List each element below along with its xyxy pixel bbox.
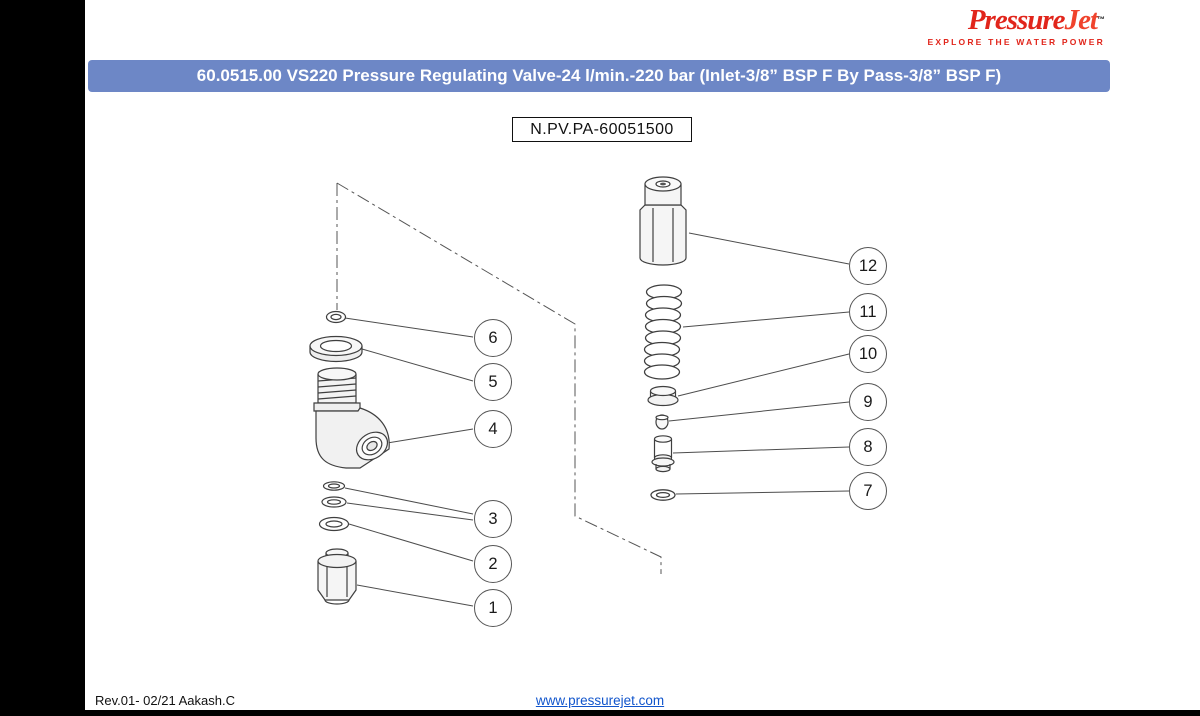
part-3-washer-seal	[321, 481, 347, 508]
callout-11: 11	[849, 293, 887, 331]
logo-text-jet: Jet	[1064, 4, 1098, 36]
part-8-piston-stem	[651, 435, 675, 473]
callout-6: 6	[474, 319, 512, 357]
part-5-ring-nut	[309, 335, 363, 363]
callout-9: 9	[849, 383, 887, 421]
callout-8: 8	[849, 428, 887, 466]
document-title: 60.0515.00 VS220 Pressure Regulating Val…	[196, 66, 1002, 85]
bottom-black-margin	[0, 710, 1200, 716]
logo-text-pressure: Pressure	[967, 4, 1066, 36]
callout-12: 12	[849, 247, 887, 285]
part-7-oring	[650, 489, 676, 501]
callout-3: 3	[474, 500, 512, 538]
callout-11-label: 11	[859, 302, 877, 321]
part-1-hex-plug	[317, 548, 357, 605]
callout-1: 1	[474, 589, 512, 627]
callout-4-label: 4	[488, 419, 498, 438]
callout-10-label: 10	[858, 344, 878, 363]
document-title-bar: 60.0515.00 VS220 Pressure Regulating Val…	[88, 60, 1110, 92]
website-link-row: www.pressurejet.com	[0, 693, 1200, 708]
logo-trademark-mark: ™	[1097, 15, 1105, 24]
callout-5-label: 5	[488, 372, 498, 391]
part-6-oring	[325, 310, 347, 324]
callout-4: 4	[474, 410, 512, 448]
part-4-elbow-fitting	[313, 367, 390, 469]
part-code-box: N.PV.PA-60051500	[512, 117, 692, 142]
part-12-adjusting-cap	[639, 176, 687, 266]
logo-tagline: EXPLORE THE WATER POWER	[927, 37, 1105, 47]
callout-7: 7	[849, 472, 887, 510]
left-black-margin	[0, 0, 85, 716]
callout-6-label: 6	[488, 328, 498, 347]
part-11-spring	[643, 284, 683, 380]
leader-lines	[344, 232, 850, 607]
callout-10: 10	[849, 335, 887, 373]
centerline-dashdot	[336, 182, 662, 574]
part-code-text: N.PV.PA-60051500	[530, 120, 674, 138]
pressurejet-logo: PressureJet™ EXPLORE THE WATER POWER	[928, 5, 1105, 47]
part-2-oring	[318, 516, 350, 532]
revision-note: Rev.01- 02/21 Aakash.C	[95, 693, 235, 708]
callout-8-label: 8	[863, 437, 873, 456]
callout-3-label: 3	[488, 509, 498, 528]
callout-7-label: 7	[863, 481, 873, 500]
part-10-spring-retainer	[647, 385, 679, 407]
callout-5: 5	[474, 363, 512, 401]
website-link[interactable]: www.pressurejet.com	[535, 693, 665, 708]
callout-12-label: 12	[858, 256, 878, 275]
callout-1-label: 1	[488, 598, 498, 617]
callout-2-label: 2	[488, 554, 498, 573]
callout-2: 2	[474, 545, 512, 583]
part-9-ball	[655, 414, 669, 430]
logo-brand-row: PressureJet™	[928, 5, 1105, 40]
callout-9-label: 9	[863, 392, 873, 411]
